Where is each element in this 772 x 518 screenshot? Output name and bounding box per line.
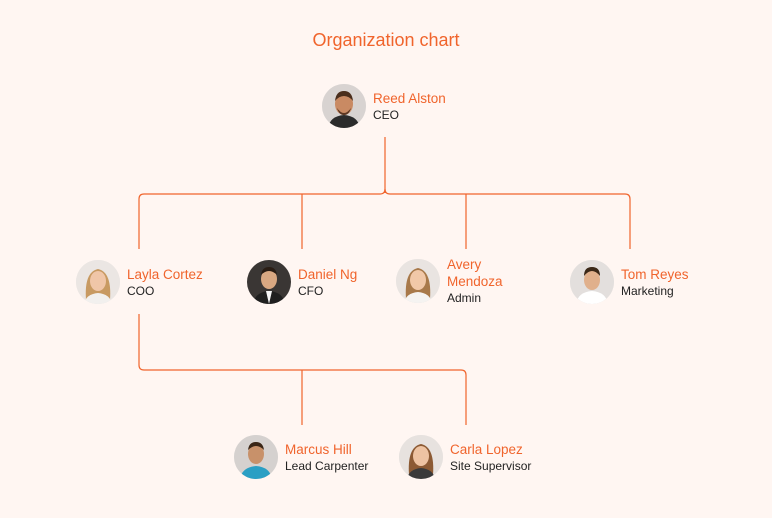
person-role: COO bbox=[127, 283, 155, 298]
person-role: CFO bbox=[298, 283, 324, 298]
person-role: Admin bbox=[447, 291, 482, 305]
chart-title: Organization chart bbox=[312, 30, 460, 50]
person-role: CEO bbox=[373, 107, 400, 122]
node-cfo[interactable]: Daniel Ng CFO bbox=[247, 260, 357, 304]
avatar bbox=[570, 260, 614, 304]
person-name: Carla Lopez bbox=[450, 441, 523, 457]
avatar bbox=[247, 260, 291, 304]
avatar bbox=[399, 435, 443, 479]
person-name: Avery Mendoza bbox=[447, 257, 503, 289]
avatar bbox=[322, 84, 366, 128]
person-role: Marketing bbox=[621, 283, 674, 298]
person-name: Tom Reyes bbox=[621, 266, 689, 282]
person-role: Site Supervisor bbox=[450, 458, 532, 473]
person-name: Layla Cortez bbox=[127, 266, 203, 282]
node-coo[interactable]: Layla Cortez COO bbox=[76, 260, 203, 304]
person-name: Daniel Ng bbox=[298, 266, 358, 282]
person-role: Lead Carpenter bbox=[285, 458, 369, 473]
person-name: Marcus Hill bbox=[285, 441, 352, 457]
avatar bbox=[234, 435, 278, 479]
node-ceo[interactable]: Reed Alston CEO bbox=[322, 84, 446, 128]
node-marketing[interactable]: Tom Reyes Marketing bbox=[570, 260, 689, 304]
connector-level2-bus bbox=[138, 188, 631, 249]
avatar bbox=[396, 259, 440, 303]
avatar bbox=[76, 260, 120, 304]
node-admin[interactable]: Avery Mendoza Admin bbox=[396, 256, 527, 306]
person-name: Reed Alston bbox=[373, 90, 446, 106]
node-site-supervisor[interactable]: Carla Lopez Site Supervisor bbox=[399, 435, 531, 479]
node-lead-carpenter[interactable]: Marcus Hill Lead Carpenter bbox=[234, 435, 368, 479]
